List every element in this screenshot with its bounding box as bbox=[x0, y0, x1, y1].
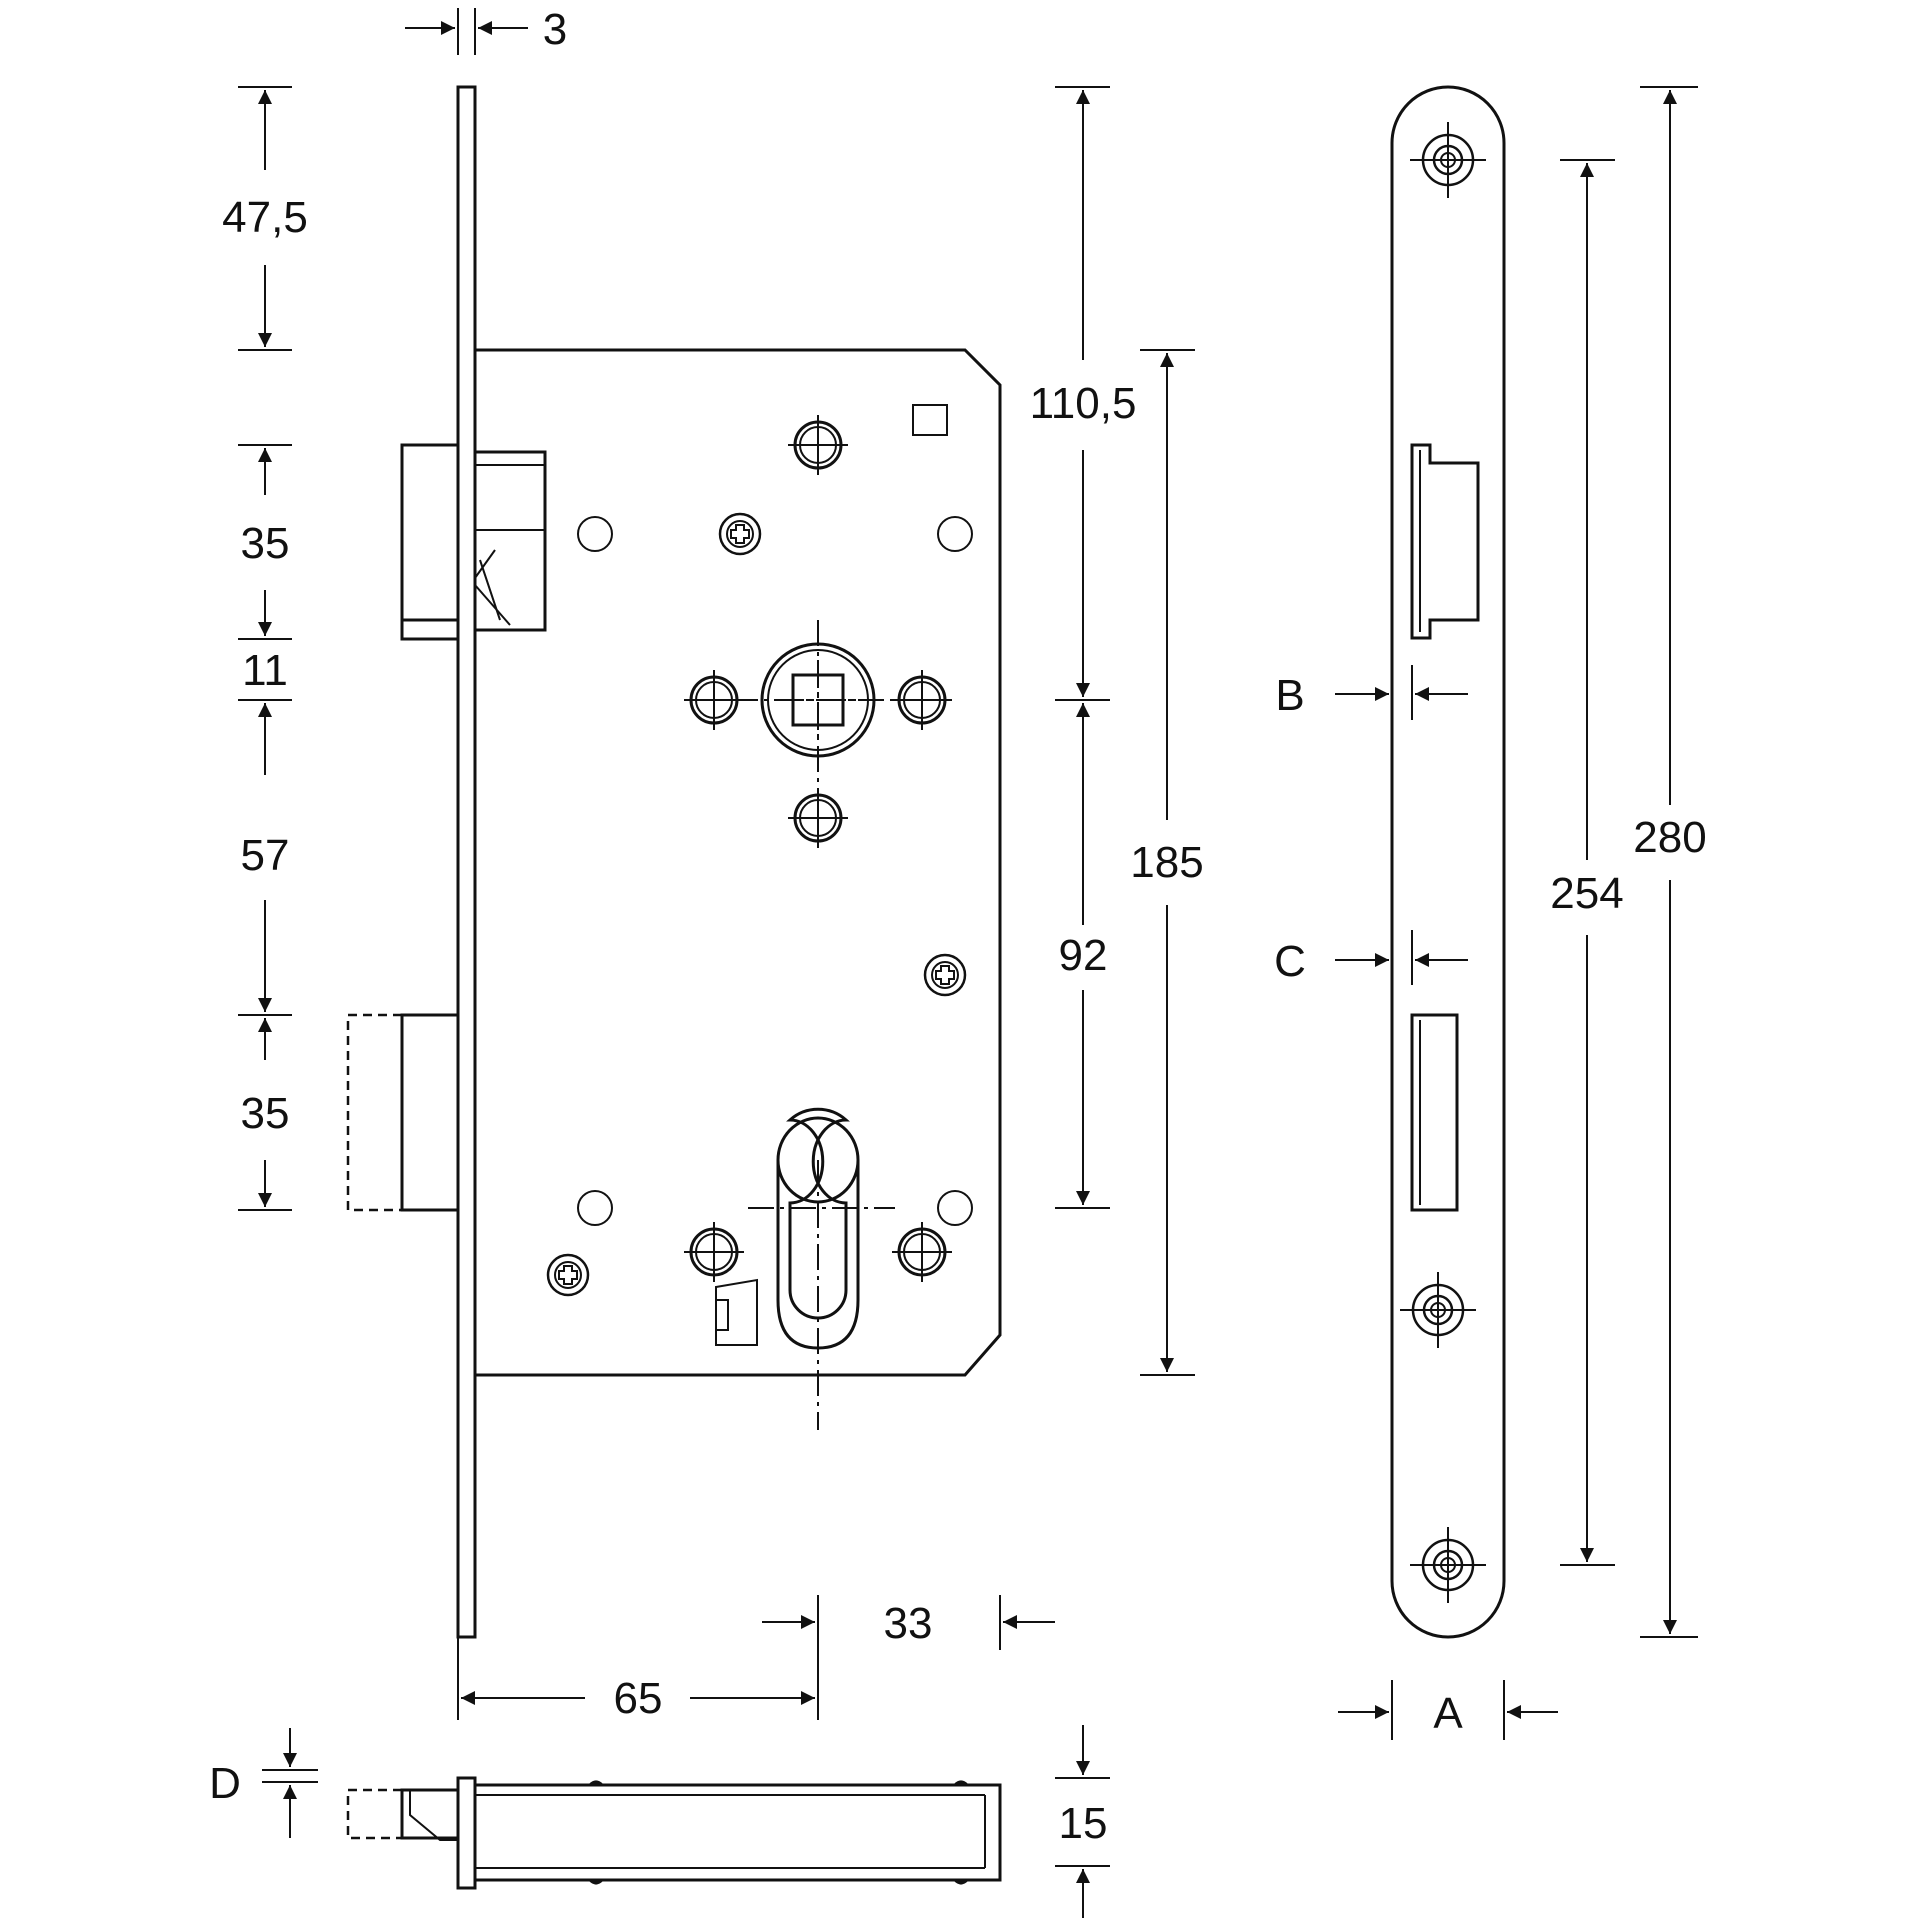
label-c: C bbox=[1274, 937, 1306, 986]
dim-screw-spacing: 254 bbox=[1550, 869, 1623, 918]
lock-case bbox=[473, 348, 1002, 1377]
latch-slot bbox=[1410, 443, 1480, 640]
case-screw-icon bbox=[546, 1253, 590, 1297]
dim-body-depth: 15 bbox=[1059, 1799, 1108, 1848]
faceplate-front-view bbox=[1390, 85, 1506, 1639]
body-dimensions: 110,5 92 185 bbox=[1030, 86, 1204, 1376]
faceplate-edge-dims: B C bbox=[1274, 665, 1468, 986]
case-section bbox=[473, 1783, 1002, 1882]
faceplate-thickness-dim: 3 bbox=[405, 5, 567, 55]
faceplate-length-dims: 254 280 bbox=[1550, 86, 1707, 1638]
dim-body-height: 185 bbox=[1130, 838, 1203, 887]
dim-latch-gap: 11 bbox=[242, 646, 288, 695]
dim-top-to-follower: 110,5 bbox=[1030, 379, 1137, 428]
backset-dimensions: 65 33 bbox=[457, 1595, 1055, 1723]
pin-hole bbox=[577, 516, 613, 552]
dim-bolt-height: 35 bbox=[241, 1089, 290, 1138]
faceplate-width-dim: A bbox=[1338, 1680, 1558, 1740]
forend-plate bbox=[456, 85, 477, 1639]
cylinder-cutout bbox=[748, 1107, 895, 1430]
pin-hole bbox=[937, 1190, 973, 1226]
dim-faceplate-thickness: 3 bbox=[543, 5, 567, 54]
case-screw-icon bbox=[923, 953, 967, 997]
pin-hole bbox=[577, 1190, 613, 1226]
dim-faceplate-length: 280 bbox=[1633, 813, 1706, 862]
lock-front-view bbox=[346, 85, 1002, 1639]
bolt-extended-outline bbox=[346, 1013, 402, 1212]
indicator-square bbox=[912, 404, 948, 436]
forend-section bbox=[456, 1776, 477, 1890]
cylinder-cam-lever bbox=[715, 1278, 758, 1346]
dim-latch-to-bolt: 57 bbox=[241, 831, 290, 880]
dim-top-to-body: 47,5 bbox=[222, 193, 308, 242]
dim-latch-height: 35 bbox=[241, 519, 290, 568]
dim-backset-remainder: 33 bbox=[884, 1599, 933, 1648]
bolt-slot bbox=[1410, 1013, 1459, 1212]
label-d: D bbox=[209, 1759, 241, 1808]
label-a: A bbox=[1433, 1689, 1463, 1738]
left-dimension-chain: 47,5 35 11 57 35 bbox=[222, 86, 308, 1211]
dead-bolt bbox=[346, 1013, 460, 1212]
dim-backset: 65 bbox=[614, 1674, 663, 1723]
faceplate-strip bbox=[1390, 85, 1506, 1639]
label-b: B bbox=[1275, 671, 1304, 720]
case-screw-icon bbox=[718, 512, 762, 556]
bolt-section-extended bbox=[346, 1788, 402, 1840]
dim-follower-to-cylinder: 92 bbox=[1059, 931, 1108, 980]
latch-bolt bbox=[400, 443, 547, 641]
pin-hole bbox=[937, 516, 973, 552]
lock-side-section-view: 15 D bbox=[209, 1725, 1110, 1918]
